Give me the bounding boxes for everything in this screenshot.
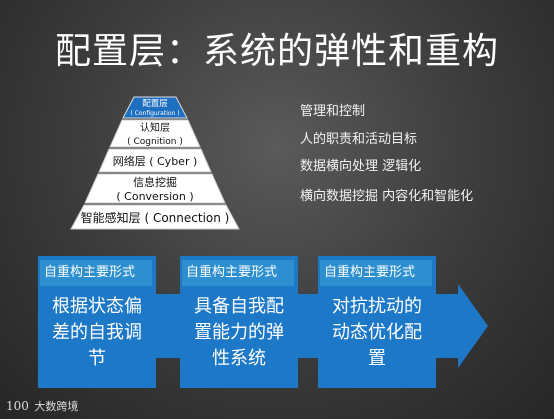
pyramid-layer-cyber: [98, 148, 212, 173]
layer-configuration-label: 配置层: [142, 99, 168, 109]
arrow-2-header: 自重构主要形式: [182, 260, 294, 286]
logo-mark: 100: [6, 399, 29, 413]
arrow-2-line-2: 置能力的弹: [194, 322, 284, 343]
brand-logo: 100 大数跨境: [6, 398, 78, 414]
arrow-2-line-3: 性系统: [212, 348, 266, 369]
arrow-shape-3: [318, 256, 488, 388]
feature-configuration: 管理和控制: [300, 104, 366, 119]
layer-connection-label: 智能感知层 ( Connection ): [81, 210, 230, 225]
arrow-3-header: 自重构主要形式: [320, 260, 432, 286]
layer-cognition-label: 认知层: [140, 121, 170, 134]
layer-cognition-sub: ( Cognition ): [127, 137, 183, 147]
pyramid-layer-connection: [70, 204, 240, 230]
layer-conversion-sub: ( Conversion ): [116, 190, 193, 203]
arrow-shape-1: [38, 256, 214, 388]
pyramid-diagram: 配置层 ( Configuration ) 认知层 ( Cognition ) …: [70, 96, 240, 230]
arrow-1-body: 根据状态偏 差的自我调 节: [42, 294, 152, 372]
arrow-shape-2: [180, 256, 356, 388]
arrow-card-3: 自重构主要形式 对抗扰动的 动态优化配 置: [318, 256, 490, 388]
arrow-3-line-3: 置: [368, 348, 386, 369]
arrow-3-line-1: 对抗扰动的: [332, 296, 422, 317]
feature-cyber: 数据横向处理 逻辑化: [300, 159, 422, 174]
feature-conversion: 横向数据挖掘 内容化和智能化: [300, 189, 474, 204]
logo-text: 大数跨境: [34, 400, 79, 413]
pyramid-layer-conversion: [84, 173, 226, 204]
arrow-1-line-2: 差的自我调: [52, 322, 142, 343]
arrow-1-line-3: 节: [88, 348, 106, 369]
pyramid-layer-cognition: [109, 119, 201, 148]
slide-title: 配置层：系统的弹性和重构: [54, 31, 499, 72]
arrow-1-line-1: 根据状态偏: [52, 296, 142, 317]
arrow-2-line-1: 具备自我配: [194, 296, 284, 317]
arrow-1-header: 自重构主要形式: [40, 260, 152, 286]
feature-cognition: 人的职责和活动目标: [300, 132, 418, 147]
arrow-card-2: 自重构主要形式 具备自我配 置能力的弹 性系统: [180, 256, 356, 388]
arrow-3-line-2: 动态优化配: [332, 322, 422, 343]
layer-conversion-label: 信息挖掘: [133, 175, 177, 189]
layer-cyber-label: 网络层 ( Cyber ): [113, 154, 198, 168]
arrow-3-body: 对抗扰动的 动态优化配 置: [322, 294, 432, 372]
layer-configuration-sub: ( Configuration ): [130, 110, 179, 117]
pyramid-layer-configuration: [122, 96, 188, 119]
arrow-card-1: 自重构主要形式 根据状态偏 差的自我调 节: [38, 256, 214, 388]
arrow-2-body: 具备自我配 置能力的弹 性系统: [184, 294, 294, 372]
